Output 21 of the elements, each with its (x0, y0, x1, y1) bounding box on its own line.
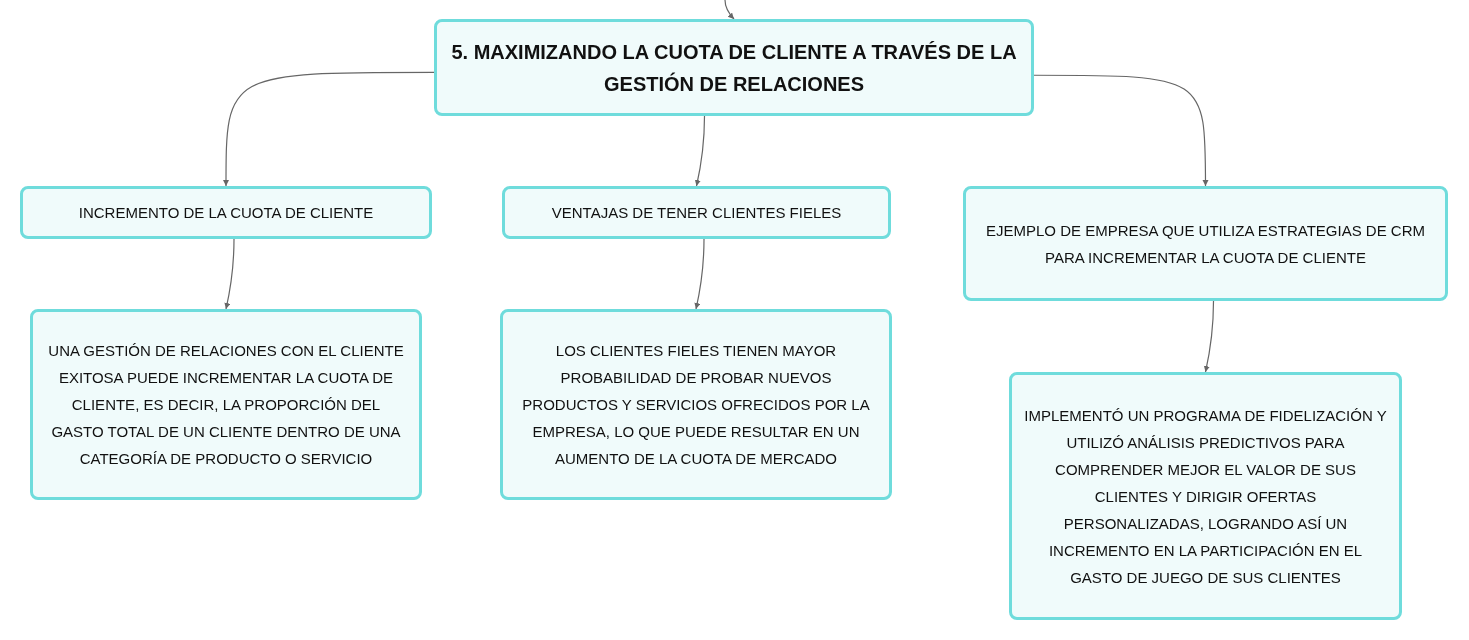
subtopic-box (20, 186, 432, 239)
node-text: UNA GESTIÓN DE RELACIONES CON EL CLIENTE EXITOSA PUEDE INCREMENTAR LA CUOTA DE CLIENTE, ES DECIR, LA PROPORCIÓN DEL GASTO TOTAL DE UN CLIENTE DENTRO DE UNA CATEGORÍA DE PRODUCTO O SERVICIO (47, 341, 405, 469)
connector-arrow (694, 238, 705, 310)
node-text: 5. MAXIMIZANDO LA CUOTA DE CLIENTE A TRAVÉS DE LA GESTIÓN DE RELACIONES (450, 39, 1018, 97)
subtopic-box (500, 309, 892, 500)
subtopic-box (963, 186, 1448, 301)
subtopic-box (1009, 372, 1402, 620)
connector-arrow (223, 71, 435, 187)
subtopic-box (502, 186, 891, 239)
subtopic-box (30, 309, 422, 500)
node-text: IMPLEMENTÓ UN PROGRAMA DE FIDELIZACIÓN Y UTILIZÓ ANÁLISIS PREDICTIVOS PARA COMPRENDER MEJOR EL VALOR DE SUS CLIENTES Y DIRIGIR OFERTAS PERSONALIZADAS, LOGRANDO ASÍ UN INCREMENTO EN LA PARTICIPACIÓN EN EL GASTO DE JUEGO DE SUS CLIENTES (1024, 405, 1387, 588)
connector-arrow (724, 0, 735, 20)
node-text: INCREMENTO DE LA CUOTA DE CLIENTE (78, 203, 374, 223)
connector-arrow (694, 115, 706, 187)
connector-arrow (224, 238, 235, 310)
topic-box (434, 19, 1034, 116)
node-text: LOS CLIENTES FIELES TIENEN MAYOR PROBABILIDAD DE PROBAR NUEVOS PRODUCTOS Y SERVICIOS OFRECIDOS POR LA EMPRESA, LO QUE PUEDE RESULTAR EN UN AUMENTO DE LA CUOTA DE MERCADO (521, 341, 871, 469)
node-text: EJEMPLO DE EMPRESA QUE UTILIZA ESTRATEGIAS DE CRM PARA INCREMENTAR LA CUOTA DE CLIENTE (985, 220, 1426, 268)
connector-arrow (1033, 74, 1209, 187)
node-text: VENTAJAS DE TENER CLIENTES FIELES (551, 203, 842, 223)
connector-arrow (1203, 300, 1215, 373)
